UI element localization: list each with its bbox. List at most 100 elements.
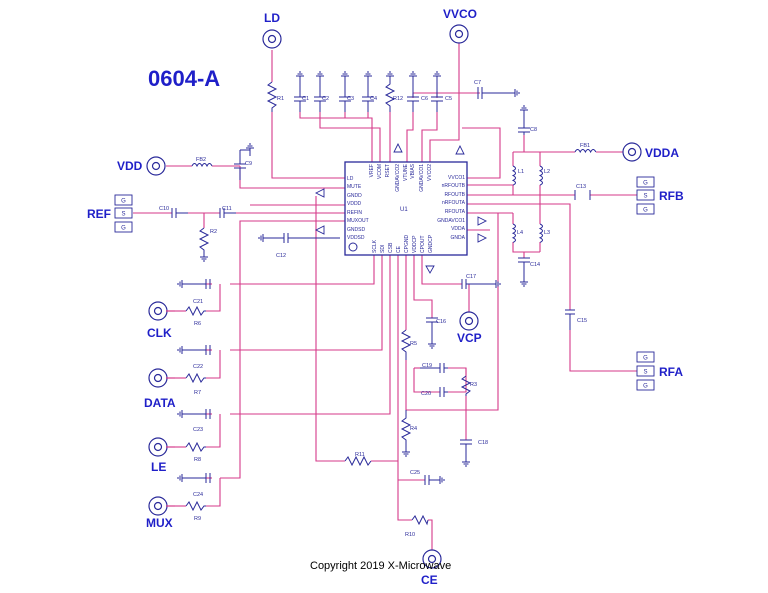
resistor-r11 — [344, 455, 372, 467]
label-r9: R9 — [194, 516, 201, 522]
ic-ref-label: U1 — [400, 207, 408, 213]
gsg-rfb[interactable] — [636, 176, 655, 215]
label-c24: C24 — [193, 492, 203, 498]
pin-label-left: VDDD — [347, 201, 362, 207]
label-c12: C12 — [276, 253, 286, 259]
wires — [133, 43, 640, 551]
pin-label-right: nRFOUTA — [442, 200, 466, 206]
label-r4: R4 — [410, 426, 417, 432]
port-labels: LD VVCO VDD VDDA REF RFB RFA VCP CLK DAT… — [87, 7, 684, 587]
label-r6: R6 — [194, 321, 201, 327]
chip-gnd-glyph — [455, 144, 465, 155]
label-c10: C10 — [159, 206, 169, 212]
label-c4: C4 — [370, 96, 377, 102]
gsg-g: G — [121, 226, 126, 232]
capacitor-c11 — [219, 208, 236, 218]
pin-label-bottom: CPGND — [404, 235, 410, 253]
pin-label-right: RFOUTA — [445, 209, 466, 215]
connector-data[interactable] — [148, 368, 168, 388]
label-l4: L4 — [517, 230, 523, 236]
port-label-data: DATA — [144, 396, 176, 410]
connector-ld[interactable] — [262, 29, 282, 49]
label-c3: C3 — [347, 96, 354, 102]
label-c7: C7 — [474, 80, 481, 86]
label-r7: R7 — [194, 390, 201, 396]
resistor-r7 — [185, 372, 206, 384]
copyright: Copyright 2019 X-Microwave — [310, 560, 451, 572]
label-r5: R5 — [410, 341, 417, 347]
connector-clk[interactable] — [148, 301, 168, 321]
connector-vvco[interactable] — [449, 24, 469, 44]
connectors — [146, 24, 642, 569]
connector-vcp[interactable] — [459, 311, 479, 331]
capacitor-c17 — [461, 279, 492, 289]
capacitor-c2 — [314, 78, 326, 112]
gsg-g: G — [643, 181, 648, 187]
label-c8: C8 — [530, 127, 537, 133]
label-c6: C6 — [421, 96, 428, 102]
connector-vdd[interactable] — [146, 156, 166, 176]
capacitor-c15 — [565, 309, 575, 330]
resistor-r12 — [384, 78, 396, 112]
label-l2: L2 — [544, 169, 550, 175]
label-r8: R8 — [194, 457, 201, 463]
gsg-g: G — [121, 199, 126, 205]
pin-label-top: RSET — [385, 164, 391, 177]
capacitor-c19 — [420, 363, 448, 373]
resistor-r9 — [185, 500, 206, 512]
chip-gnd-glyph — [477, 216, 488, 226]
chip-gnd-glyph — [314, 225, 325, 235]
label-c5: C5 — [445, 96, 452, 102]
pin-label-bottom: SDI — [380, 245, 386, 253]
connector-ce[interactable] — [422, 549, 442, 569]
label-l1: L1 — [518, 169, 524, 175]
capacitor-c12 — [266, 233, 340, 243]
connector-vdda[interactable] — [622, 142, 642, 162]
pin-label-top: GNDAVCO2 — [395, 164, 401, 192]
connector-mux[interactable] — [148, 496, 168, 516]
pin-label-top: VCOM — [377, 164, 383, 179]
chip-gnd-glyph — [425, 265, 435, 274]
gsg-g: G — [643, 384, 648, 390]
pin-label-left: VDDSD — [347, 235, 365, 241]
port-label-rfb: RFB — [659, 189, 684, 203]
chip-gnd-glyph — [393, 142, 403, 153]
label-c15: C15 — [577, 318, 587, 324]
label-c16: C16 — [436, 319, 446, 325]
pin-label-bottom: VDDCP — [412, 235, 418, 253]
pin-label-top: VTUNE — [403, 163, 409, 181]
port-label-clk: CLK — [147, 326, 172, 340]
label-c14: C14 — [530, 262, 540, 268]
capacitor-c22 — [186, 345, 211, 355]
pin-label-top: VREF — [369, 164, 375, 177]
label-c21: C21 — [193, 299, 203, 305]
pin-label-right: VVCO1 — [448, 175, 465, 181]
pin-label-bottom: CPOUT — [420, 236, 426, 254]
capacitor-c9 — [234, 150, 246, 180]
connector-le[interactable] — [148, 437, 168, 457]
pin-label-top: VBIAS — [410, 163, 416, 178]
capacitor-c18 — [460, 439, 472, 458]
pin-label-right: GNDA — [451, 235, 466, 241]
capacitor-c3 — [339, 78, 351, 112]
port-label-ld: LD — [264, 11, 280, 25]
label-r11: R11 — [355, 452, 365, 458]
port-label-vdda: VDDA — [645, 146, 679, 160]
pin-label-left: MUTE — [347, 184, 362, 190]
gsg-s: S — [643, 194, 647, 200]
inductor-l2 — [538, 165, 543, 186]
gsg-rfa[interactable] — [636, 351, 655, 391]
resistor-r10 — [411, 514, 429, 526]
capacitor-c10 — [171, 208, 188, 218]
gsg-ref[interactable] — [114, 194, 133, 233]
chip-gnd-glyph — [314, 188, 325, 198]
label-c23: C23 — [193, 427, 203, 433]
chip-gnd-glyph — [477, 233, 488, 243]
resistor-r3 — [460, 375, 472, 396]
resistor-r6 — [185, 305, 206, 317]
